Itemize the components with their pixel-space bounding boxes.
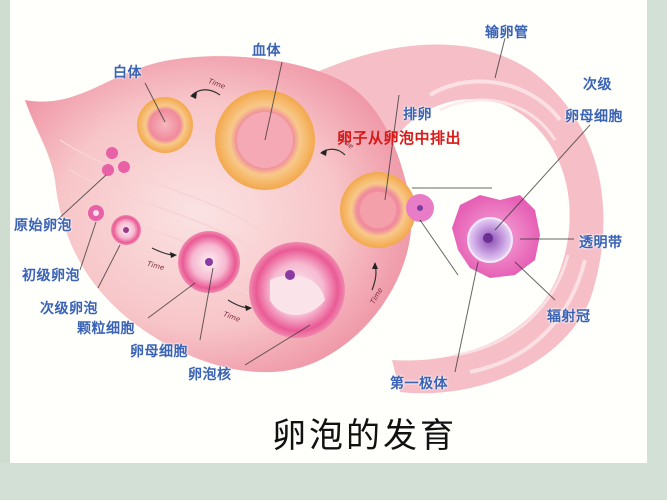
slide-frame-left xyxy=(0,0,10,500)
diagram-panel: Time Time Time Time Time 白体 血体 输卵管 次级 卵母… xyxy=(10,0,647,463)
label-zona-pellucida: 透明带 xyxy=(579,235,623,251)
label-oocyte: 卵母细胞 xyxy=(130,344,188,360)
label-granulosa-cells: 颗粒细胞 xyxy=(77,321,135,337)
label-corpus-albicans: 白体 xyxy=(113,65,142,81)
label-oviduct: 输卵管 xyxy=(485,25,529,41)
label-follicle-nucleus: 卵泡核 xyxy=(188,367,232,383)
label-first-polar-body: 第一极体 xyxy=(390,376,448,392)
slide-frame-bottom xyxy=(0,463,667,500)
label-secondary-oocyte: 卵母细胞 xyxy=(565,109,623,125)
label-secondary: 次级 xyxy=(583,77,612,93)
corpus-albicans-shape xyxy=(137,97,193,153)
label-secondary-follicle: 次级卵泡 xyxy=(40,301,98,317)
label-ovulation: 排卵 xyxy=(403,107,432,123)
slide-frame-right xyxy=(647,0,667,500)
callout-egg-released: 卵子从卵泡中排出 xyxy=(337,129,462,147)
label-primordial-follicle: 原始卵泡 xyxy=(14,218,72,234)
ovary-illustration xyxy=(25,37,604,394)
label-corona-radiata: 辐射冠 xyxy=(547,309,591,325)
diagram-title: 卵泡的发育 xyxy=(272,416,457,456)
label-primary-follicle: 初级卵泡 xyxy=(22,268,80,284)
label-corpus-hemorrhagicum: 血体 xyxy=(252,43,281,59)
